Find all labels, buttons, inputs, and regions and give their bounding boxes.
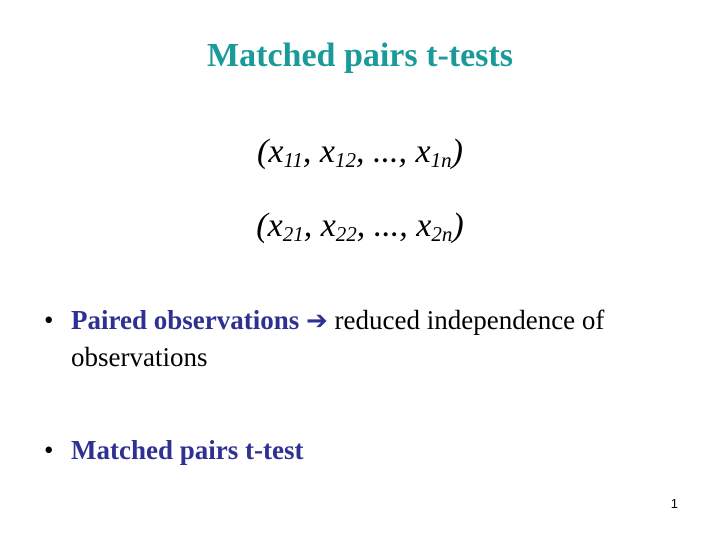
separator: ,	[356, 207, 374, 244]
term-var: x	[415, 133, 431, 170]
bullet-dot-icon: •	[44, 305, 54, 335]
separator: ,	[303, 207, 321, 244]
slide-title: Matched pairs t-tests	[207, 37, 513, 74]
formula-row-2: (x21, x22, ..., x2n)	[0, 204, 720, 248]
page-number: 1	[670, 496, 678, 511]
separator: ,	[399, 207, 417, 244]
open-paren: (	[257, 133, 269, 170]
term-subscript: 11	[283, 148, 303, 172]
bullet-item-paired-observations: • Paired observations ➔ reduced independ…	[44, 302, 694, 375]
term-subscript: 21	[282, 222, 304, 246]
bullet-text: reduced independence of observations	[71, 305, 605, 372]
bullet-dot-icon: •	[44, 435, 54, 465]
bullet-body: Paired observations ➔ reduced independen…	[71, 302, 694, 375]
term-subscript: 12	[335, 148, 357, 172]
term-var: x	[267, 207, 283, 244]
term-subscript: 2n	[431, 222, 453, 246]
bullet-item-matched-pairs-t-test: • Matched pairs t-test	[44, 432, 694, 468]
formula-row-1: (x11, x12, ..., x1n)	[0, 130, 720, 174]
open-paren: (	[256, 207, 268, 244]
bullet-body: Matched pairs t-test	[71, 432, 694, 468]
bullet-highlight: Matched pairs t-test	[71, 435, 304, 465]
close-paren: )	[452, 207, 464, 244]
right-arrow-icon: ➔	[306, 306, 328, 336]
ellipsis: ...	[373, 207, 400, 244]
term-subscript: 1n	[430, 148, 452, 172]
term-var: x	[416, 207, 432, 244]
term-subscript: 22	[335, 222, 357, 246]
separator: ,	[356, 133, 374, 170]
term-var: x	[319, 133, 336, 170]
bullet-highlight: Paired observations	[71, 305, 300, 335]
term-var: x	[320, 207, 336, 244]
close-paren: )	[451, 133, 463, 170]
term-var: x	[268, 133, 284, 170]
separator: ,	[302, 133, 320, 170]
separator: ,	[398, 133, 416, 170]
ellipsis: ...	[373, 133, 399, 170]
